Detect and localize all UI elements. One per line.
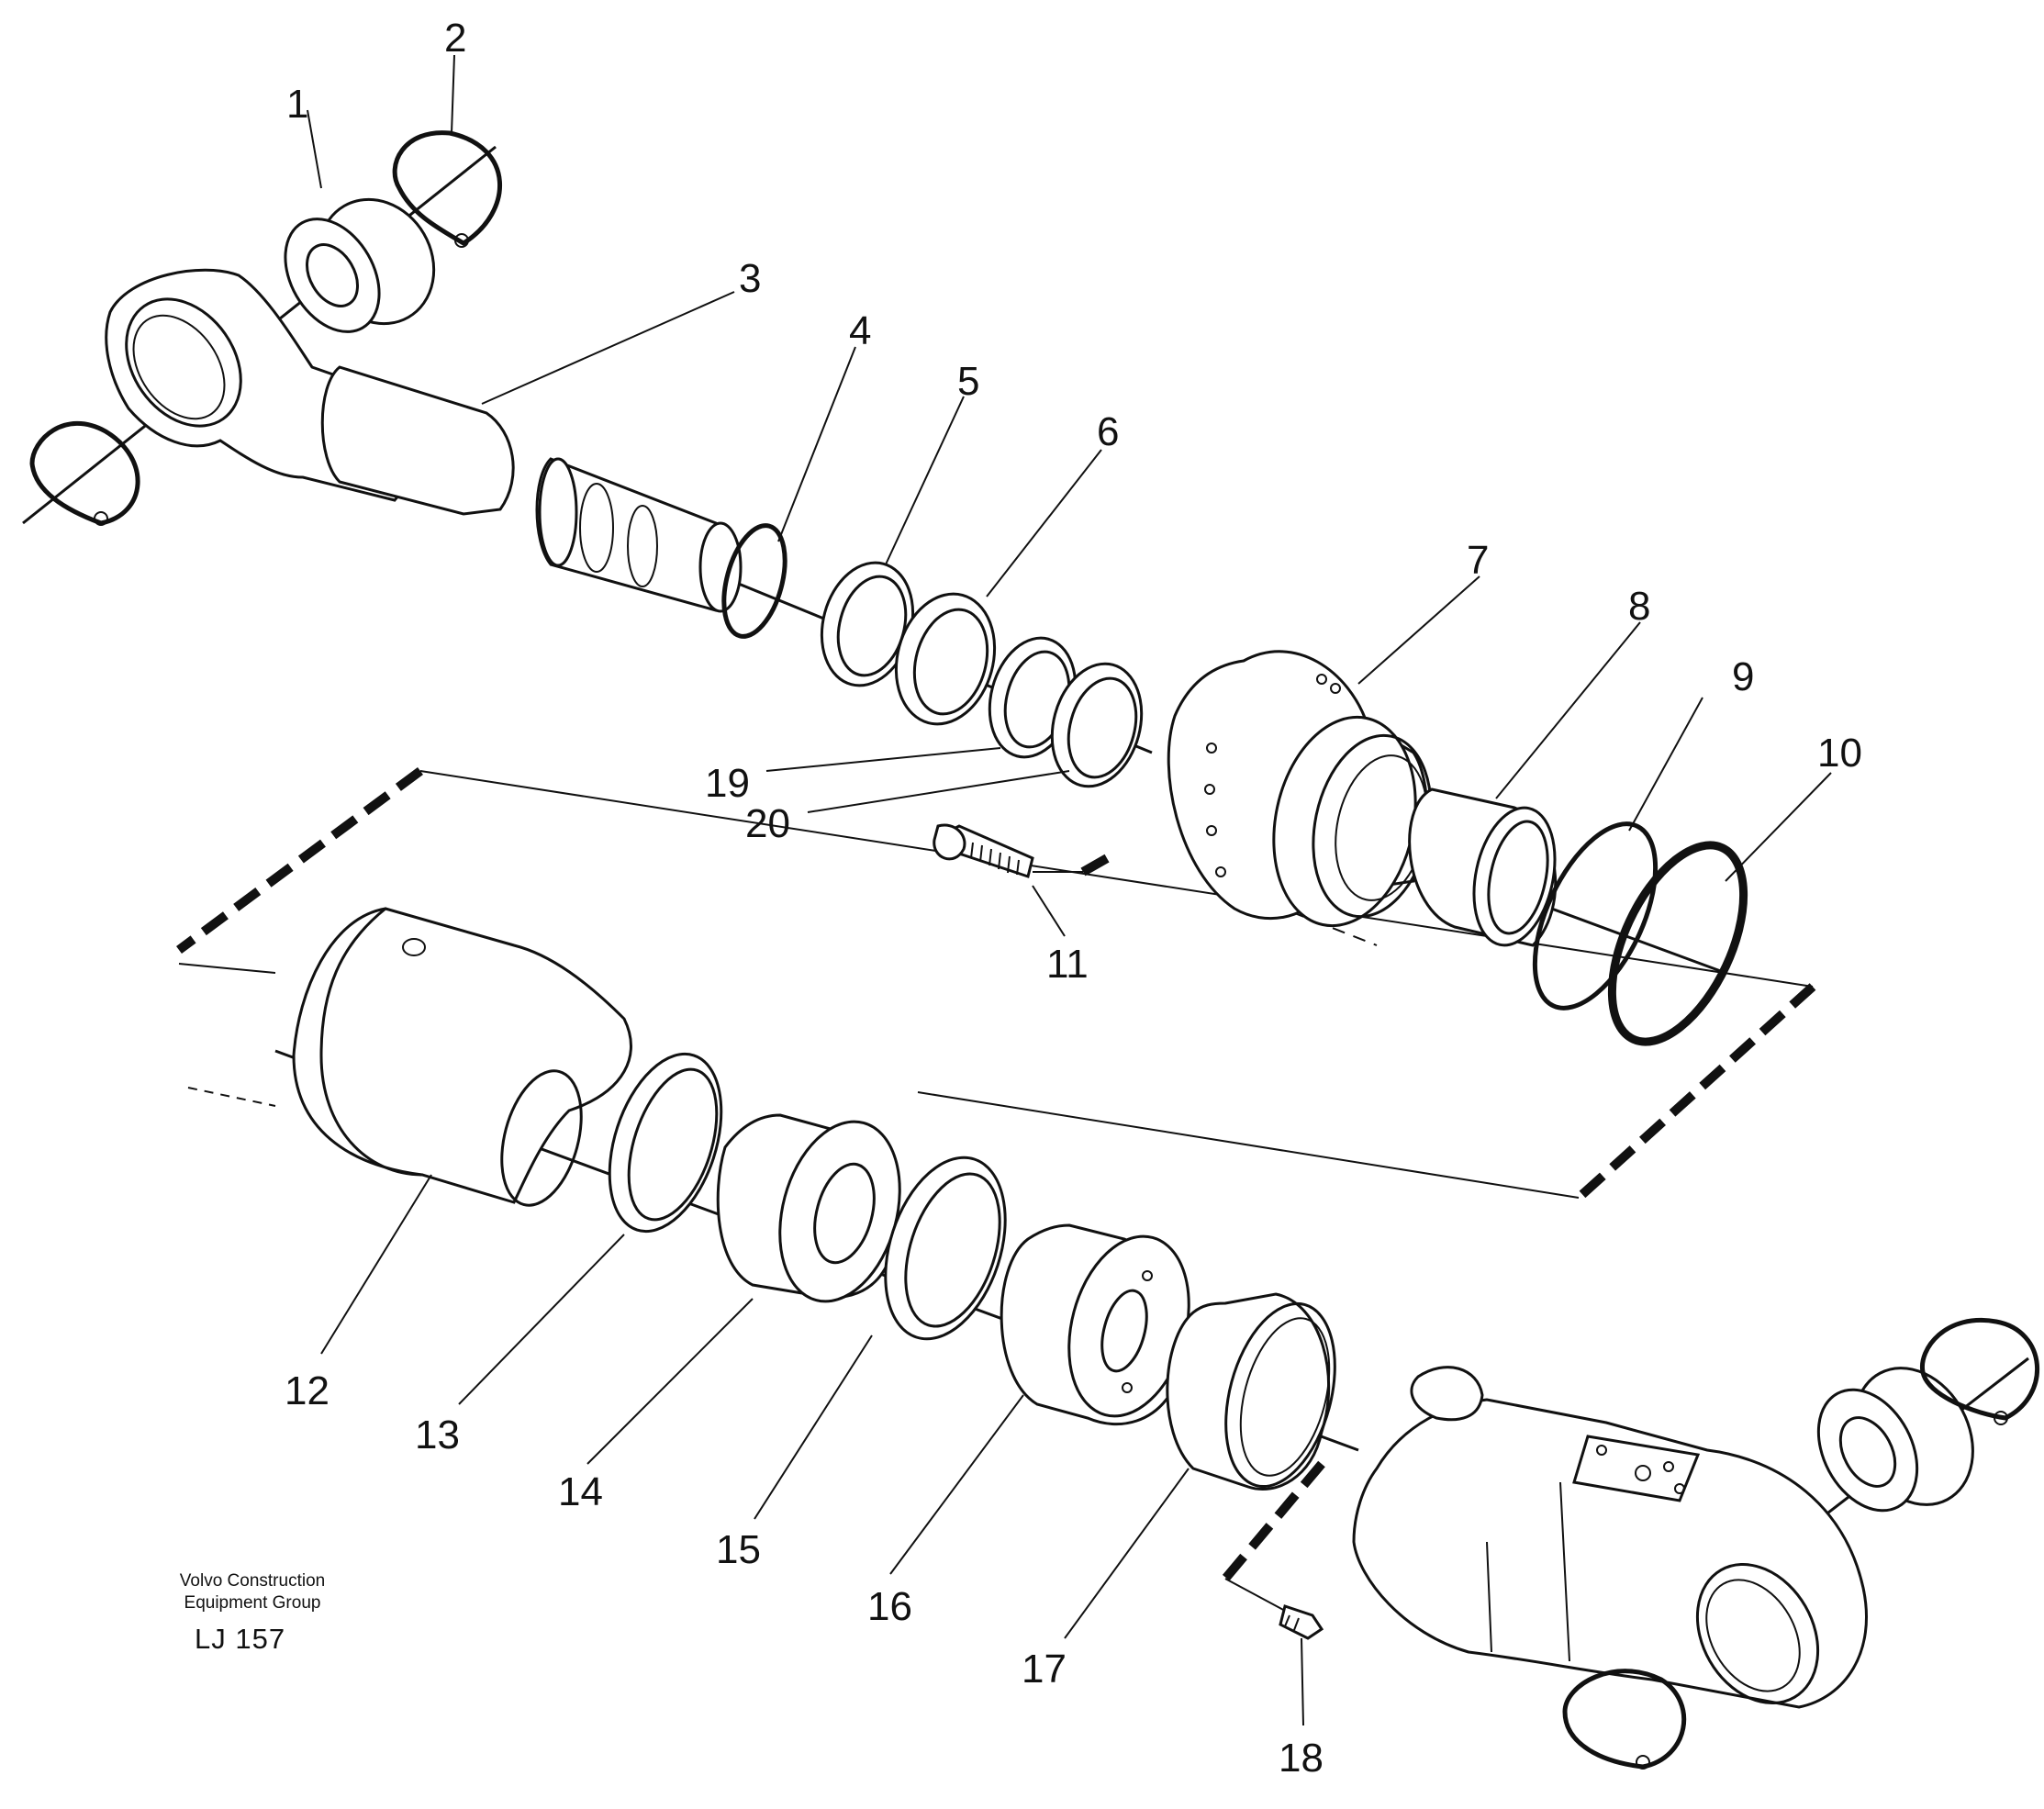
- circlip-top: [392, 130, 503, 246]
- assembly-bracket-left-line: [178, 963, 276, 974]
- spherical-bearing-bottom: [1816, 1367, 1974, 1513]
- rod-shoulder: [538, 457, 578, 567]
- circlip-top-eye: [454, 233, 469, 248]
- bushing-8: [1408, 787, 1558, 947]
- tube-port: [402, 938, 426, 956]
- backup-ring-10: [1607, 841, 1748, 1046]
- seal-20: [1050, 662, 1144, 788]
- grease-nipple-bracket: [1222, 1460, 1325, 1582]
- part-number-20: 20: [745, 801, 790, 846]
- bushing-17: [1166, 1292, 1336, 1491]
- o-ring-9: [1532, 821, 1659, 1011]
- part-number-11: 11: [1046, 942, 1089, 987]
- part-number-15: 15: [716, 1527, 761, 1572]
- rod-seal-6: [894, 592, 997, 726]
- hidden-axis-left: [187, 1087, 276, 1107]
- guide-ring-13: [608, 1052, 723, 1234]
- bolt-bracket-dash: [1080, 849, 1118, 877]
- part-number-3: 3: [739, 256, 761, 301]
- assembly-bracket-top: [176, 766, 423, 955]
- part-number-17: 17: [1022, 1647, 1067, 1692]
- cylinder-head: [1167, 650, 1433, 928]
- circlip-bottom-left: [1562, 1669, 1687, 1770]
- part-number-13: 13: [415, 1413, 460, 1457]
- part-number-10: 10: [1817, 731, 1862, 776]
- leader-lines: [307, 54, 1832, 1726]
- grease-nipple-bracket-line: [1224, 1578, 1286, 1612]
- assembly-bracket-right: [1575, 983, 1816, 1201]
- part-number-4: 4: [849, 308, 871, 353]
- part-number-14: 14: [558, 1469, 603, 1514]
- part-number-labels: 1 2 3 4 5 6 7 8 9 10 11 12 13 14 15 16 1…: [285, 16, 1862, 1781]
- circlip-bottom-right: [1919, 1318, 2039, 1421]
- part-number-1: 1: [286, 82, 308, 127]
- part-number-9: 9: [1732, 654, 1754, 699]
- piston-seal-15: [884, 1156, 1007, 1341]
- spherical-bearing-top: [284, 197, 436, 333]
- part-number-12: 12: [285, 1368, 329, 1413]
- piston-14: [716, 1113, 901, 1303]
- cylinder-tube: [292, 907, 632, 1207]
- piston-16: [1000, 1223, 1190, 1425]
- circlip-bottom-left-eye: [1636, 1755, 1650, 1770]
- circlip-left: [29, 420, 140, 526]
- part-number-5: 5: [957, 359, 979, 404]
- part-number-8: 8: [1628, 584, 1650, 629]
- part-number-7: 7: [1467, 538, 1489, 583]
- cylinder-bottom-eye: [1352, 1366, 1868, 1709]
- grease-nipple-18: [1279, 1604, 1324, 1640]
- credit-company-line2: Equipment Group: [184, 1593, 321, 1613]
- o-ring-4: [721, 523, 787, 639]
- circlip-bottom-right-eye: [1994, 1411, 2008, 1425]
- assembly-bracket-bottom-line: [917, 1091, 1580, 1199]
- assembly-bracket-line: [419, 770, 1814, 988]
- figure-code: LJ 157: [195, 1623, 286, 1655]
- part-number-19: 19: [705, 761, 750, 806]
- part-number-16: 16: [867, 1584, 912, 1629]
- circlip-left-eye: [94, 511, 108, 526]
- credit-company-line1: Volvo Construction: [179, 1571, 326, 1591]
- piston-rod: [105, 268, 743, 613]
- part-number-18: 18: [1279, 1736, 1324, 1781]
- part-number-2: 2: [444, 16, 466, 61]
- part-number-6: 6: [1097, 409, 1119, 454]
- screw-11: [933, 823, 1034, 878]
